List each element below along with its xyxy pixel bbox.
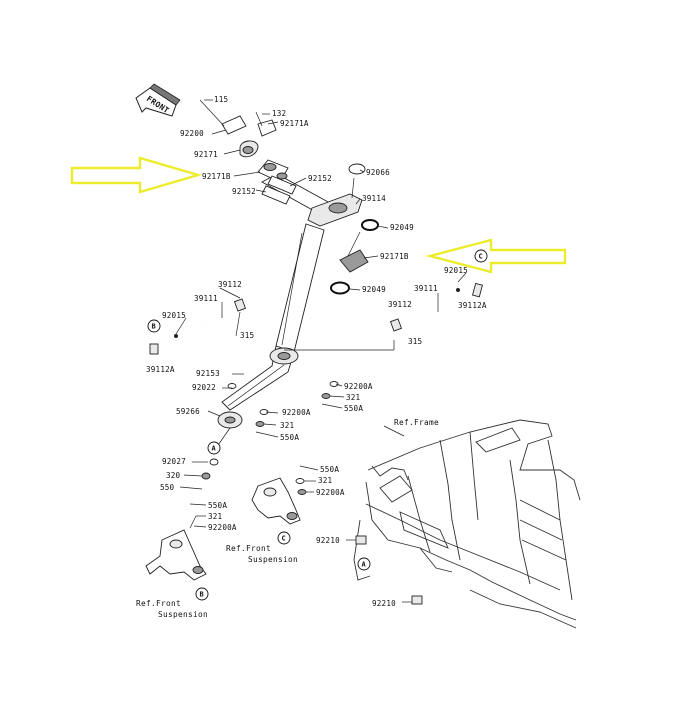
pn-92152-left: 92152 [232, 187, 256, 196]
callout-b-left: B [147, 319, 161, 333]
vehicle-frame-reference [346, 419, 581, 629]
pn-550a-b: 550A [280, 433, 299, 442]
shaft-plate-39114 [307, 163, 366, 227]
callout-a-mid-text: A [212, 445, 217, 453]
ref-front-suspension-left-line1: Ref.Front [136, 599, 181, 608]
pn-92027: 92027 [162, 457, 186, 466]
pn-92210-bottom: 92210 [372, 599, 396, 608]
pn-321-d: 321 [318, 476, 333, 485]
ref-front-suspension-right-line1: Ref.Front [226, 544, 271, 553]
pn-550: 550 [160, 483, 175, 492]
callout-a-mid: A [207, 441, 221, 455]
pn-39111-right: 39111 [414, 284, 438, 293]
ref-front-suspension-right-line2: Suspension [248, 555, 298, 564]
pn-315-left: 315 [240, 331, 254, 340]
callout-letters: B C A C B A [147, 249, 488, 601]
pn-39111-left: 39111 [194, 294, 218, 303]
pn-92049-top: 92049 [390, 223, 414, 232]
reference-labels: Ref.Frame Ref.Front Suspension Ref.Front… [136, 418, 439, 619]
pn-39112a-left: 39112A [146, 365, 175, 374]
callout-b-left-text: B [152, 323, 156, 331]
pn-39112a-right: 39112A [458, 301, 487, 310]
pn-321-c: 321 [208, 512, 223, 521]
pn-321-b: 321 [280, 421, 295, 430]
pn-92171b-right: 92171B [380, 252, 409, 261]
pn-39112-left: 39112 [218, 280, 242, 289]
pn-39114: 39114 [362, 194, 386, 203]
pn-320: 320 [166, 471, 181, 480]
pn-92200a-c: 92200A [208, 523, 237, 532]
pn-132: 132 [272, 109, 286, 118]
pn-550a-c: 550A [208, 501, 227, 510]
pn-92200a-d: 92200A [316, 488, 345, 497]
ref-frame-label: Ref.Frame [394, 418, 439, 427]
part-number-labels: 115 132 92200 92171A 92171 92171B 92152 … [146, 95, 487, 608]
pn-92200a-b: 92200A [282, 408, 311, 417]
highlight-arrow-right [425, 238, 567, 274]
pn-321-a: 321 [346, 393, 361, 402]
top-bracket-assembly [199, 99, 297, 205]
pn-39112-right: 39112 [388, 300, 412, 309]
pn-92049-bottom: 92049 [362, 285, 386, 294]
pn-315-right: 315 [408, 337, 422, 346]
pn-92200a-a: 92200A [344, 382, 373, 391]
pn-92210-top: 92210 [316, 536, 340, 545]
tie-rods [149, 282, 483, 355]
front-direction-badge: FRONT [135, 83, 181, 117]
pn-92171b-left: 92171B [202, 172, 231, 181]
highlight-arrow-left [70, 156, 203, 194]
right-steering-knuckle [251, 477, 307, 525]
callout-a-frame-text: A [362, 561, 367, 569]
pn-550a-d: 550A [320, 465, 339, 474]
pn-92171a-top: 92171A [280, 119, 309, 128]
callout-c-top-text: C [479, 253, 483, 261]
lower-column-parts [201, 381, 339, 480]
pn-92022: 92022 [192, 383, 216, 392]
pn-92171-top: 92171 [194, 150, 218, 159]
callout-b-bottom: B [195, 587, 209, 601]
callout-c-bottom: C [277, 531, 291, 545]
pn-115: 115 [214, 95, 228, 104]
pn-92152-right: 92152 [308, 174, 332, 183]
callout-a-frame: A [357, 557, 371, 571]
o-rings-and-clamp [330, 219, 379, 295]
pn-550a-a: 550A [344, 404, 363, 413]
callout-b-bottom-text: B [200, 591, 204, 599]
ref-front-suspension-left-line2: Suspension [158, 610, 208, 619]
left-steering-knuckle [145, 515, 207, 581]
leader-lines [175, 99, 467, 528]
pn-92015-right: 92015 [444, 266, 468, 275]
pn-92200-top: 92200 [180, 129, 204, 138]
pn-59266: 59266 [176, 407, 200, 416]
pn-92015-left: 92015 [162, 311, 186, 320]
pn-92153: 92153 [196, 369, 220, 378]
callout-c-top: C [474, 249, 488, 263]
pn-92066: 92066 [366, 168, 390, 177]
callout-c-bottom-text: C [282, 535, 286, 543]
